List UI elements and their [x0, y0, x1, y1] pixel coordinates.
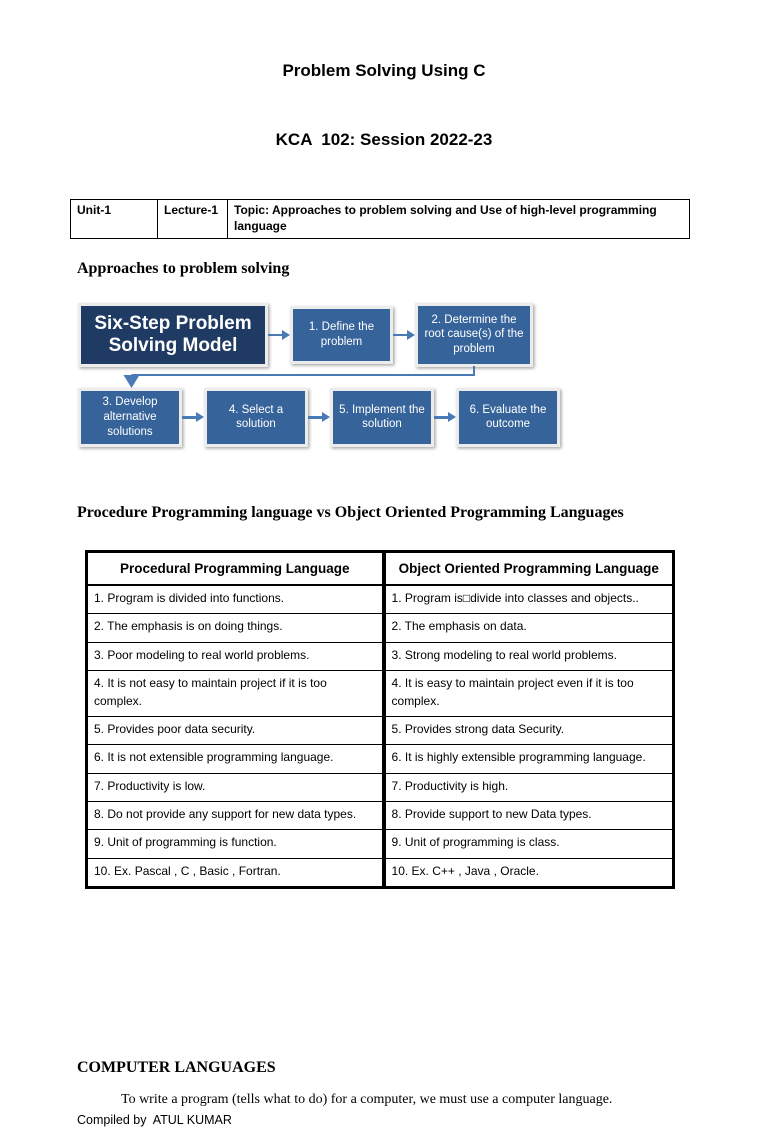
lecture-cell: Lecture-1: [157, 198, 228, 239]
table-cell-left: 4. It is not easy to maintain project if…: [86, 670, 386, 717]
right-arrow-icon: [268, 329, 290, 340]
table-cell-right: 4. It is easy to maintain project even i…: [383, 670, 674, 717]
table-row: 2. The emphasis is on doing things. 2. T…: [86, 613, 674, 643]
comparison-table: Procedural Programming Language Object O…: [85, 549, 675, 890]
table-row: 7. Productivity is low. 7. Productivity …: [86, 772, 674, 802]
flowchart-step-6: 6. Evaluate the outcome: [456, 387, 560, 447]
table-cell-left: 6. It is not extensible programming lang…: [86, 744, 386, 774]
table-cell-left: 2. The emphasis is on doing things.: [86, 613, 386, 643]
right-arrow-icon: [182, 412, 204, 423]
column-header-procedural: Procedural Programming Language: [86, 551, 386, 586]
table-cell-left: 8. Do not provide any support for new da…: [86, 801, 386, 830]
flowchart-step-5: 5. Implement the solution: [330, 387, 434, 447]
table-cell-right: 6. It is highly extensible programming l…: [383, 744, 674, 774]
table-cell-left: 1. Program is divided into functions.: [86, 584, 386, 614]
table-cell-left: 10. Ex. Pascal , C , Basic , Fortran.: [86, 857, 386, 888]
lecture-info-table: Unit-1 Lecture-1 Topic: Approaches to pr…: [70, 198, 690, 239]
six-step-flowchart: Six-Step Problem Solving Model 1. Define…: [78, 302, 588, 455]
arrow-head: [448, 412, 456, 423]
flowchart-step-4: 4. Select a solution: [204, 387, 308, 447]
table-cell-left: 5. Provides poor data security.: [86, 715, 386, 745]
title-line-1: Problem Solving Using C: [282, 60, 486, 80]
table-row: 5. Provides poor data security. 5. Provi…: [86, 715, 674, 745]
right-arrow-icon: [393, 329, 415, 340]
arrow-head: [322, 412, 330, 423]
section-heading-approaches: Approaches to problem solving: [77, 259, 290, 277]
flowchart-step-2: 2. Determine the root cause(s) of the pr…: [415, 302, 533, 367]
table-cell-right: 2. The emphasis on data.: [383, 613, 674, 643]
table-cell-left: 9. Unit of programming is function.: [86, 829, 386, 859]
flowchart-step-3: 3. Develop alternative solutions: [78, 387, 182, 447]
arrow-line: [182, 416, 196, 419]
table-cell-right: 8. Provide support to new Data types.: [383, 801, 674, 830]
table-row: 8. Do not provide any support for new da…: [86, 801, 674, 830]
flowchart-row-1: Six-Step Problem Solving Model 1. Define…: [78, 302, 588, 367]
flowchart-title-box: Six-Step Problem Solving Model: [78, 302, 268, 367]
arrow-line: [308, 416, 322, 419]
table-row: Unit-1 Lecture-1 Topic: Approaches to pr…: [70, 198, 690, 239]
flowchart-step-1: 1. Define the problem: [290, 305, 393, 364]
table-row: 9. Unit of programming is function. 9. U…: [86, 829, 674, 859]
right-arrow-icon: [308, 412, 330, 423]
arrow-head: [282, 329, 290, 340]
body-paragraph: To write a program (tells what to do) fo…: [121, 1092, 613, 1108]
arrow-head: [196, 412, 204, 423]
arrow-line: [268, 333, 282, 337]
compiled-by-footer: Compiled by ATUL KUMAR: [77, 1112, 232, 1127]
right-arrow-icon: [434, 412, 456, 423]
table-header-row: Procedural Programming Language Object O…: [86, 551, 674, 586]
section-heading-computer-languages: COMPUTER LANGUAGES: [77, 1059, 276, 1077]
table-row: 6. It is not extensible programming lang…: [86, 744, 674, 774]
arrow-head: [407, 329, 415, 340]
topic-cell: Topic: Approaches to problem solving and…: [227, 198, 690, 239]
table-cell-right: 5. Provides strong data Security.: [383, 715, 674, 745]
column-header-oop: Object Oriented Programming Language: [383, 551, 674, 586]
flowchart-row-2: 3. Develop alternative solutions 4. Sele…: [78, 387, 588, 447]
table-cell-right: 1. Program is□divide into classes and ob…: [383, 584, 674, 614]
section-heading-comparison: Procedure Programming language vs Object…: [77, 503, 624, 521]
title-line-2: KCA 102: Session 2022-23: [275, 129, 493, 149]
table-cell-left: 3. Poor modeling to real world problems.: [86, 641, 386, 671]
table-cell-right: 10. Ex. C++ , Java , Oracle.: [383, 857, 674, 888]
table-row: 4. It is not easy to maintain project if…: [86, 670, 674, 717]
arrow-line: [393, 333, 407, 337]
table-cell-right: 3. Strong modeling to real world problem…: [383, 641, 674, 671]
arrow-line: [434, 416, 448, 419]
table-row: 10. Ex. Pascal , C , Basic , Fortran. 10…: [86, 857, 674, 888]
table-row: 3. Poor modeling to real world problems.…: [86, 641, 674, 671]
document-title: Problem Solving Using C KCA 102: Session…: [0, 14, 768, 175]
unit-cell: Unit-1: [70, 198, 158, 239]
table-cell-right: 9. Unit of programming is class.: [383, 829, 674, 859]
table-row: 1. Program is divided into functions. 1.…: [86, 584, 674, 614]
table-cell-right: 7. Productivity is high.: [383, 772, 674, 802]
table-cell-left: 7. Productivity is low.: [86, 772, 386, 802]
